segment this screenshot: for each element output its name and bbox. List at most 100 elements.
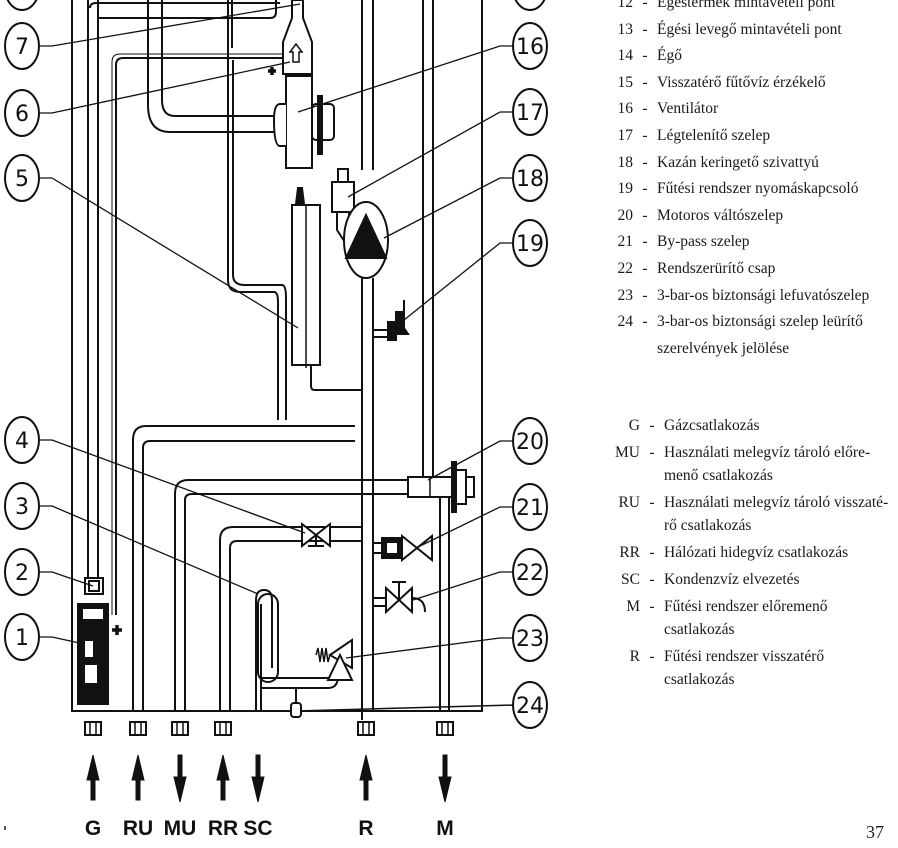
callout-number: 6 (15, 102, 29, 127)
callout-7: 7 (4, 22, 40, 70)
legend-separator: - (649, 444, 655, 461)
connection-sc: SC (243, 754, 273, 840)
connection-g: G (85, 754, 101, 840)
heat-exchanger-duct (89, 0, 285, 133)
legend-item: 18-Kazán keringető szivattyú (590, 150, 898, 177)
legend-separator: - (642, 233, 648, 251)
legend-separator: - (649, 417, 655, 434)
leader-lines (40, 3, 513, 659)
gas-shutoff-valve (301, 521, 331, 549)
legend-item: 12-Égéstermék mintavételi pont (590, 0, 898, 17)
callout-17: 17 (512, 88, 548, 136)
drain-pipe (373, 597, 386, 607)
safety-valve-drain (262, 660, 339, 689)
legend-text: Égési levegő mintavételi pont (657, 20, 842, 38)
legend-separator: - (642, 153, 648, 171)
motorised-diverter-valve (407, 461, 475, 513)
legend-code: 24 (617, 313, 634, 331)
callout-2: 2 (4, 548, 40, 596)
legend-item: 24-3-bar-os biztonsági szelep leürítő sz… (590, 309, 898, 362)
connection-fittings (84, 721, 454, 736)
page-number: 37 (866, 822, 884, 842)
connection-label: M (436, 817, 454, 840)
legend-text: Kondenzvíz elvezetés (664, 571, 800, 588)
legend-code: 19 (617, 180, 634, 198)
callout-number: 4 (15, 429, 29, 454)
callout-number: 1 (15, 626, 29, 651)
legend-code: 12 (617, 0, 634, 11)
callout-24: 24 (512, 681, 548, 729)
legend-text: Kazán keringető szivattyú (657, 153, 819, 171)
fan-housing (285, 75, 313, 169)
legend-code: SC (621, 571, 640, 588)
legend-text: Visszatérő fűtővíz érzékelő (657, 73, 826, 91)
legend-code: 13 (617, 20, 634, 38)
callout-number: 16 (516, 35, 544, 60)
callout-number: 19 (516, 232, 544, 257)
connection-ru: RU (123, 754, 153, 840)
legend-code: 20 (617, 206, 634, 224)
flow-arrow-icon (288, 42, 304, 63)
dhw-flow-loop (174, 479, 408, 711)
pump-pipe (361, 0, 374, 711)
callout-number: 3 (15, 495, 29, 520)
legend-item: 16-Ventilátor (590, 96, 898, 123)
callout-number: 17 (516, 101, 544, 126)
legend-text: By-pass szelep (657, 233, 750, 251)
legend-code: RU (618, 494, 640, 511)
pressure-switch (387, 311, 410, 341)
legend-item: 17-Légtelenítő szelep (590, 123, 898, 150)
legend-code: 15 (617, 73, 634, 91)
arrow-down-icon (173, 754, 187, 803)
legend-item: 22-Rendszerürítő csap (590, 256, 898, 283)
legend-text: Égő (657, 47, 682, 65)
callout-5: 5 (4, 154, 40, 202)
callout-3: 3 (4, 482, 40, 530)
legend-text: Motoros váltószelep (657, 206, 784, 224)
legend-separator: - (642, 180, 648, 198)
callout-20: 20 (512, 417, 548, 465)
callout-number: 22 (516, 561, 544, 586)
legend-text: Használati melegvíz tároló előre-menő cs… (664, 444, 871, 484)
callout-23: 23 (512, 614, 548, 662)
legend-separator: - (642, 20, 648, 38)
connection-label: R (358, 817, 373, 840)
pump-triangle-icon (344, 212, 388, 259)
legend-separator: - (649, 494, 655, 511)
dhw-return-loop (132, 425, 355, 711)
fitting-nut (84, 721, 102, 736)
connection-m: M (436, 754, 454, 840)
legend-item: 19-Fűtési rendszer nyomáskapcsoló (590, 176, 898, 203)
corner-mark (4, 826, 6, 830)
drain-fitting (290, 702, 302, 718)
legend-item: G-Gázcsatlakozás (590, 414, 898, 437)
callout-partial-right (514, 0, 546, 11)
drain-tap (385, 581, 426, 615)
legend-separator: - (649, 544, 655, 561)
callout-number: 2 (15, 561, 29, 586)
callout-4: 4 (4, 416, 40, 464)
connection-rr: RR (208, 754, 238, 840)
legend-separator: - (642, 313, 648, 331)
legend-code: 16 (617, 100, 634, 118)
legend-text: Fűtési rendszer nyomáskapcsoló (657, 180, 859, 198)
callout-number: 21 (516, 496, 544, 521)
legend-text: Égéstermék mintavételi pont (657, 0, 836, 11)
callout-19: 19 (512, 219, 548, 267)
callout-number: 23 (516, 627, 544, 652)
legend-text: Légtelenítő szelep (657, 126, 771, 144)
legend-text: 3-bar-os biztonsági szelep leürítő szere… (657, 313, 863, 357)
callout-1: 1 (4, 613, 40, 661)
safety-relief-valve (315, 638, 354, 681)
gas-valve-plus-icon (112, 625, 122, 635)
legend-code: MU (615, 444, 640, 461)
flue-outlet (282, 0, 313, 75)
legend-code: R (629, 648, 640, 665)
callout-16: 16 (512, 22, 548, 70)
diverter-supply-pipe (422, 0, 434, 478)
legend-separator: - (649, 598, 655, 615)
